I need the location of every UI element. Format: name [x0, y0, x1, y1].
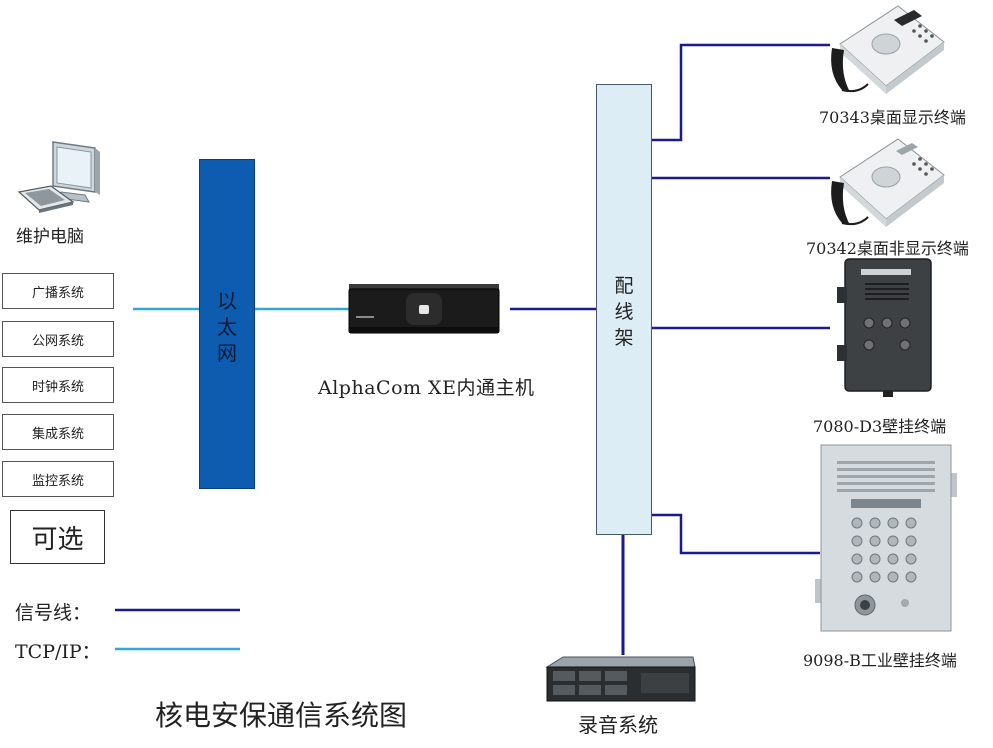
computer-icon	[17, 141, 100, 213]
recording-label: 录音系统	[578, 713, 658, 737]
optional-box: 可选	[10, 510, 105, 564]
system-box-clock: 时钟系统	[2, 367, 114, 403]
desk-phone-icon	[831, 138, 945, 227]
legend-signal-label: 信号线：	[15, 602, 92, 624]
legend-tcp-label: TCP/IP：	[15, 641, 101, 663]
desk-phone-display-icon	[831, 5, 945, 94]
system-box-public-network: 公网系统	[2, 321, 114, 357]
system-box-monitoring: 监控系统	[2, 461, 114, 497]
intercom-host-icon	[348, 284, 500, 334]
patch-panel: 配 线 架	[596, 84, 652, 535]
terminal-2-label: 70342桌面非显示终端	[806, 239, 969, 258]
terminal-1-label: 70343桌面显示终端	[819, 108, 966, 127]
industrial-wall-intercom-icon	[815, 444, 957, 632]
system-box-broadcast: 广播系统	[2, 273, 114, 309]
diagram-title: 核电安保通信系统图	[155, 699, 408, 732]
wall-intercom-icon	[837, 258, 932, 397]
ethernet-label: 以 太 网	[217, 289, 237, 365]
patch-panel-label: 配 线 架	[614, 275, 634, 349]
host-label: AlphaCom XE内通主机	[318, 377, 535, 399]
signal-line-terminal-4	[652, 513, 820, 555]
terminal-3-label: 7080-D3壁挂终端	[813, 417, 947, 436]
signal-line-terminal-1	[652, 43, 830, 142]
ethernet-bar: 以 太 网	[199, 159, 255, 489]
workstation-label: 维护电脑	[16, 227, 84, 247]
rack-server-icon	[545, 656, 696, 702]
system-box-integration: 集成系统	[2, 414, 114, 450]
terminal-4-label: 9098-B工业壁挂终端	[803, 651, 957, 670]
